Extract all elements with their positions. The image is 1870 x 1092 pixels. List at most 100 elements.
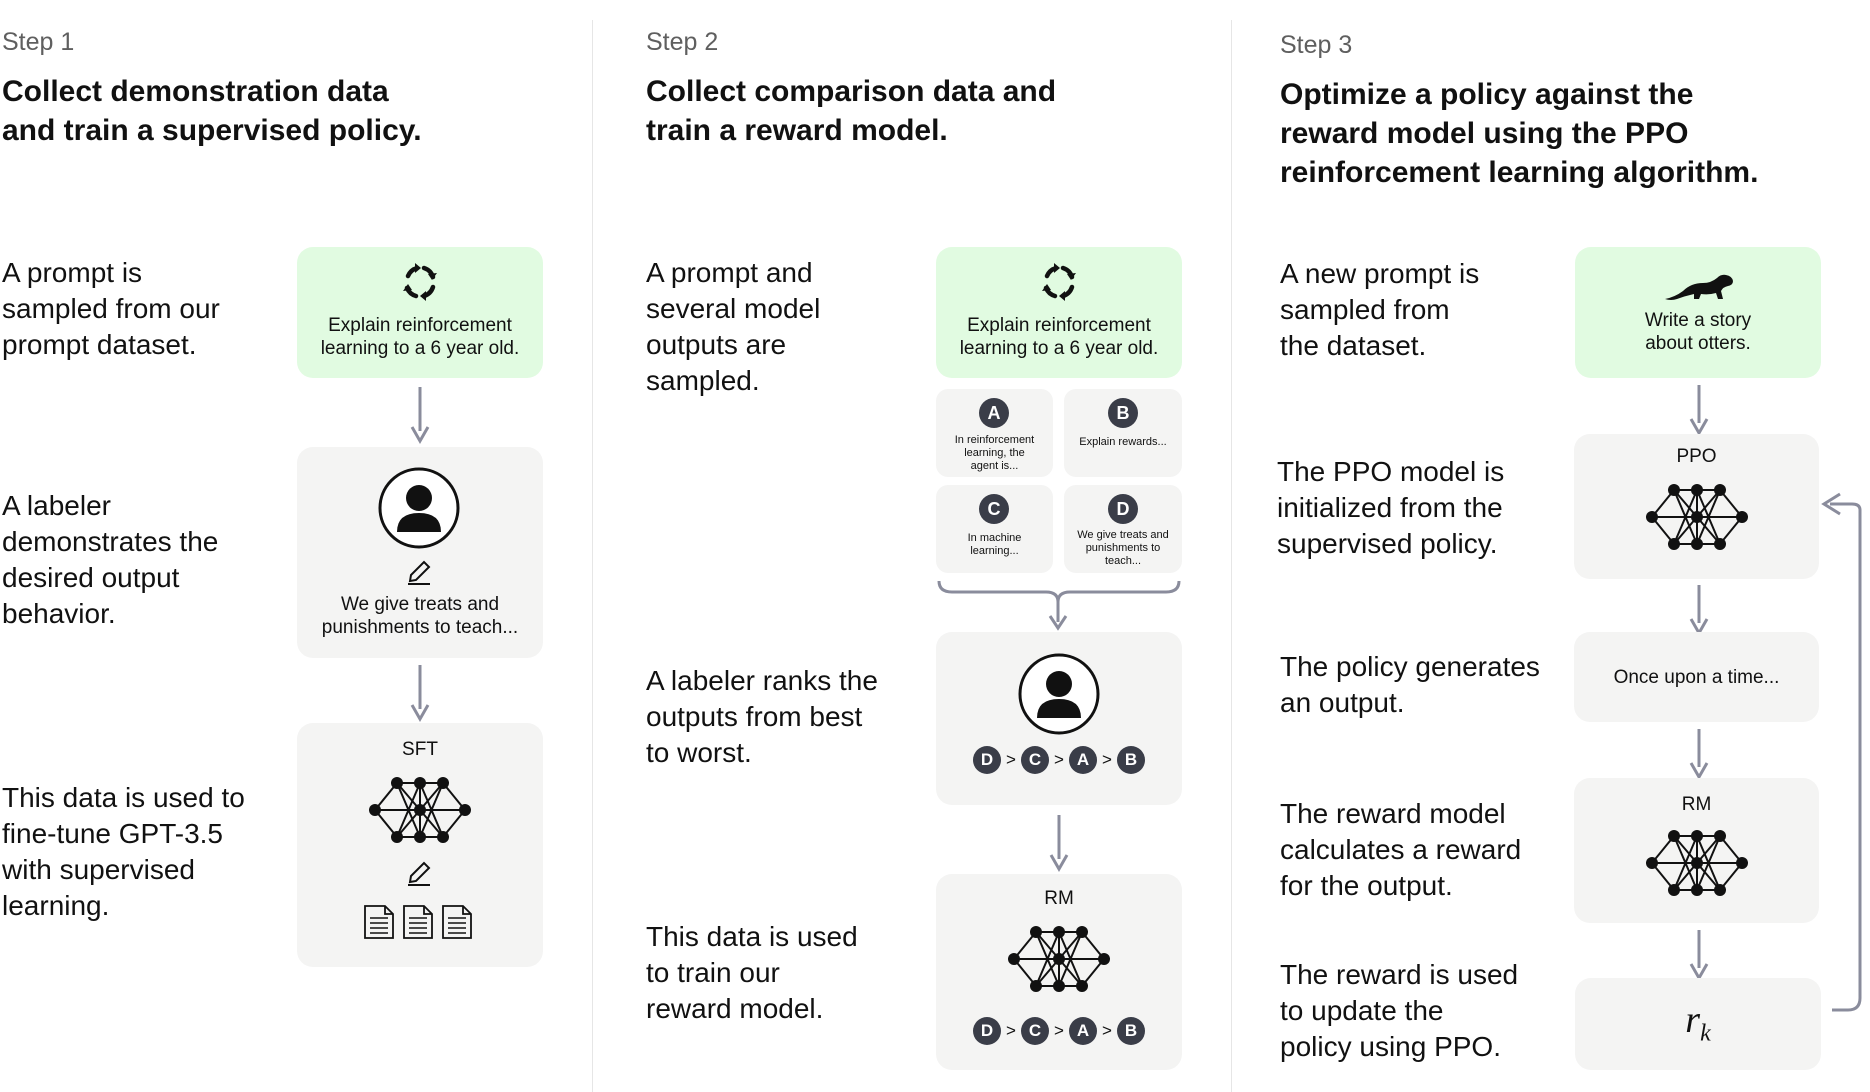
document-icon xyxy=(364,905,394,939)
title-line: Collect comparison data and xyxy=(646,75,1057,108)
output-line: agent is... xyxy=(970,460,1019,472)
output-box-d: D We give treats and punishments to teac… xyxy=(1064,485,1182,573)
prompt-box: Write a story about otters. xyxy=(1575,247,1821,378)
rank-chip: C xyxy=(1021,1017,1049,1045)
policy-output-box: Once upon a time... xyxy=(1574,632,1819,722)
prompt-line: learning to a 6 year old. xyxy=(320,338,520,359)
title-line: Collect demonstration data xyxy=(2,75,389,108)
description-line: This data is used to xyxy=(2,782,245,813)
output-line: In machine xyxy=(967,532,1022,544)
output-letter-chip: A xyxy=(979,398,1009,428)
output-text: In machine learning... xyxy=(936,532,1053,558)
output-box-a: A In reinforcement learning, the agent i… xyxy=(936,389,1053,477)
reward-model-box: RM xyxy=(1574,778,1819,923)
demo-text: We give treats and punishments to teach.… xyxy=(297,593,543,639)
description-line: The PPO model is xyxy=(1277,456,1505,487)
description-line: learning. xyxy=(2,890,110,921)
arrow-down-icon xyxy=(410,665,430,723)
arrow-down-icon xyxy=(1689,585,1709,637)
description-line: A new prompt is xyxy=(1280,258,1480,289)
rank-chip: A xyxy=(1069,1017,1097,1045)
prompt-box: Explain reinforcement learning to a 6 ye… xyxy=(297,247,543,378)
description-line: reward model. xyxy=(646,993,824,1024)
description-line: to train our xyxy=(646,957,780,988)
model-label: SFT xyxy=(402,739,438,760)
output-line: punishments to xyxy=(1085,542,1161,554)
reward-box: rk xyxy=(1575,978,1821,1070)
description-line: an output. xyxy=(1280,687,1405,718)
sft-model-box: SFT xyxy=(297,723,543,967)
recycle-icon xyxy=(403,263,437,301)
neural-network-icon xyxy=(1646,484,1748,550)
title-line: reinforcement learning algorithm. xyxy=(1280,156,1759,189)
labeler-rank-box: D > C > A > B xyxy=(936,632,1182,805)
rank-separator: > xyxy=(1006,750,1016,769)
pencil-icon xyxy=(408,560,431,585)
title-line: reward model using the PPO xyxy=(1280,117,1689,150)
description-line: A labeler xyxy=(2,490,111,521)
neural-network-icon xyxy=(1008,926,1110,992)
prompt-line: Write a story xyxy=(1644,310,1752,331)
rank-separator: > xyxy=(1054,1021,1064,1040)
output-text: Explain rewards... xyxy=(1064,436,1182,449)
step-description: The reward model calculates a reward for… xyxy=(1280,796,1521,904)
policy-label: PPO xyxy=(1676,446,1717,467)
description-line: initialized from the xyxy=(1277,492,1503,523)
person-icon xyxy=(378,467,460,549)
rank-chip: A xyxy=(1069,746,1097,774)
rank-chip: D xyxy=(973,746,1001,774)
document-icon xyxy=(442,905,472,939)
description-line: A prompt is xyxy=(2,257,143,288)
output-text: Once upon a time... xyxy=(1613,667,1780,688)
title-line: Optimize a policy against the xyxy=(1280,78,1694,111)
output-letter-chip: B xyxy=(1108,398,1138,428)
ranking-row: D > C > A > B xyxy=(936,746,1182,774)
description-line: This data is used xyxy=(646,921,858,952)
prompt-line: Explain reinforcement xyxy=(328,315,512,336)
output-line: learning, the xyxy=(964,447,1025,459)
output-line: learning... xyxy=(970,545,1019,557)
output-text: We give treats and punishments to teach.… xyxy=(1064,529,1182,568)
rank-chip: B xyxy=(1117,746,1145,774)
step-label: Step 3 xyxy=(1280,31,1353,59)
otter-icon xyxy=(1665,274,1733,300)
step-description: The PPO model is initialized from the su… xyxy=(1277,454,1504,562)
description-line: to worst. xyxy=(646,737,752,768)
rank-chip: D xyxy=(973,1017,1001,1045)
description-line: supervised policy. xyxy=(1277,528,1498,559)
output-letter-chip: C xyxy=(979,494,1009,524)
column-divider xyxy=(592,20,593,1092)
description-line: A labeler ranks the xyxy=(646,665,878,696)
feedback-arrow-icon xyxy=(1821,492,1862,1012)
person-icon xyxy=(1018,653,1100,735)
description-line: outputs are xyxy=(646,329,787,360)
description-line: demonstrates the xyxy=(2,526,219,557)
description-line: to update the xyxy=(1280,995,1444,1026)
prompt-text: Explain reinforcement learning to a 6 ye… xyxy=(297,314,543,360)
prompt-line: Explain reinforcement xyxy=(967,315,1151,336)
step-label: Step 2 xyxy=(646,28,719,56)
column-divider xyxy=(1231,20,1232,1092)
model-label: RM xyxy=(1681,794,1712,815)
prompt-box: Explain reinforcement learning to a 6 ye… xyxy=(936,247,1182,378)
description-line: The reward model xyxy=(1280,798,1506,829)
description-line: prompt dataset. xyxy=(2,329,197,360)
neural-network-icon xyxy=(369,777,471,843)
step-description: A prompt and several model outputs are s… xyxy=(646,255,820,399)
output-line: In reinforcement xyxy=(954,434,1035,446)
step-description: This data is used to train our reward mo… xyxy=(646,919,858,1027)
description-line: with supervised xyxy=(2,854,195,885)
rank-separator: > xyxy=(1006,1021,1016,1040)
labeler-demo-box: We give treats and punishments to teach.… xyxy=(297,447,543,658)
rank-separator: > xyxy=(1102,1021,1112,1040)
rank-chip: B xyxy=(1117,1017,1145,1045)
title-line: and train a supervised policy. xyxy=(2,114,422,147)
title-line: train a reward model. xyxy=(646,114,948,147)
description-line: fine-tune GPT-3.5 xyxy=(2,818,224,849)
recycle-icon xyxy=(1042,263,1076,301)
rank-separator: > xyxy=(1054,750,1064,769)
description-line: the dataset. xyxy=(1280,330,1427,361)
step-title: Collect demonstration data and train a s… xyxy=(2,72,422,150)
step-title: Collect comparison data and train a rewa… xyxy=(646,72,1056,150)
prompt-line: about otters. xyxy=(1645,333,1751,354)
